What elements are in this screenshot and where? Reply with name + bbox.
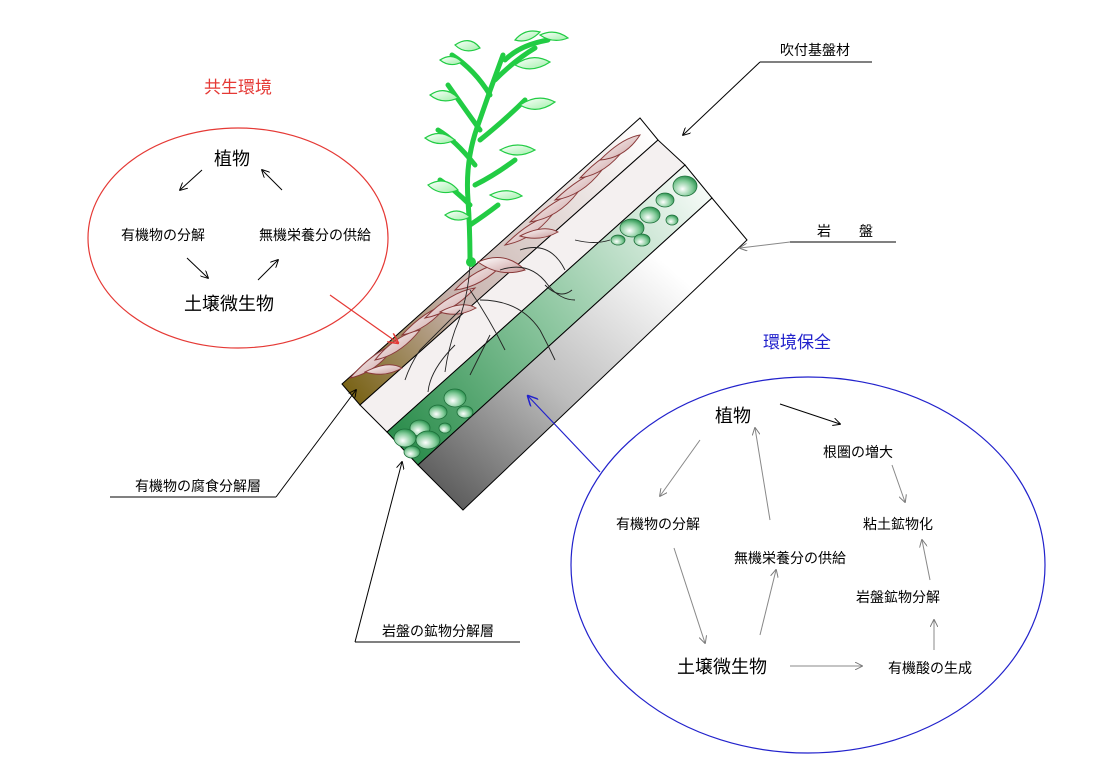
plant-illustration	[423, 30, 570, 267]
conservation-plant: 植物	[715, 406, 751, 427]
humus-pointer	[275, 390, 356, 498]
stones	[393, 175, 698, 459]
conservation-decomposition: 有機物の分解	[616, 517, 700, 533]
symbiosis-ellipse	[87, 127, 389, 349]
conservation-nutrient-supply: 無機栄養分の供給	[734, 550, 846, 567]
spray-base-pointer	[683, 61, 761, 135]
leaf-litter	[348, 134, 642, 379]
leader-lines	[110, 61, 896, 643]
symbiosis-plant: 植物	[214, 149, 250, 170]
soil-cross-section	[341, 117, 748, 511]
spray-base-label: 吹付基盤材	[780, 42, 850, 59]
conservation-ellipse	[570, 376, 1046, 754]
bedrock-label: 岩 盤	[817, 224, 873, 240]
text-labels: 共生環境 環境保全 吹付基盤材 岩 盤 有機物の腐食分解層 岩盤の鉱物分解層 植…	[121, 42, 972, 678]
symbiosis-arrows	[180, 170, 283, 281]
roots	[404, 239, 611, 393]
conservation-rhizosphere: 根圏の増大	[823, 445, 893, 461]
conservation-rock-decomp: 岩盤鉱物分解	[856, 589, 940, 606]
conservation-pointer	[528, 396, 601, 473]
mineral-pointer	[354, 462, 402, 643]
conservation-organic-acid: 有機酸の生成	[888, 661, 972, 677]
symbiosis-nutrient-supply: 無機栄養分の供給	[259, 227, 371, 244]
conservation-clay: 粘土鉱物化	[863, 516, 933, 533]
symbiosis-title: 共生環境	[204, 78, 272, 98]
plant-leaves	[423, 30, 570, 221]
bedrock-layer	[417, 197, 748, 511]
humus-layer-label: 有機物の腐食分解層	[135, 478, 261, 495]
conservation-title: 環境保全	[763, 333, 831, 353]
symbiosis-microbes: 土壌微生物	[184, 294, 274, 315]
symbiosis-pointer	[329, 294, 398, 343]
mineral-layer-label: 岩盤の鉱物分解層	[382, 623, 494, 640]
symbiosis-decomposition: 有機物の分解	[121, 228, 205, 244]
conservation-microbes: 土壌微生物	[677, 657, 767, 678]
bedrock-pointer	[740, 241, 791, 248]
conservation-arrows	[660, 403, 934, 666]
